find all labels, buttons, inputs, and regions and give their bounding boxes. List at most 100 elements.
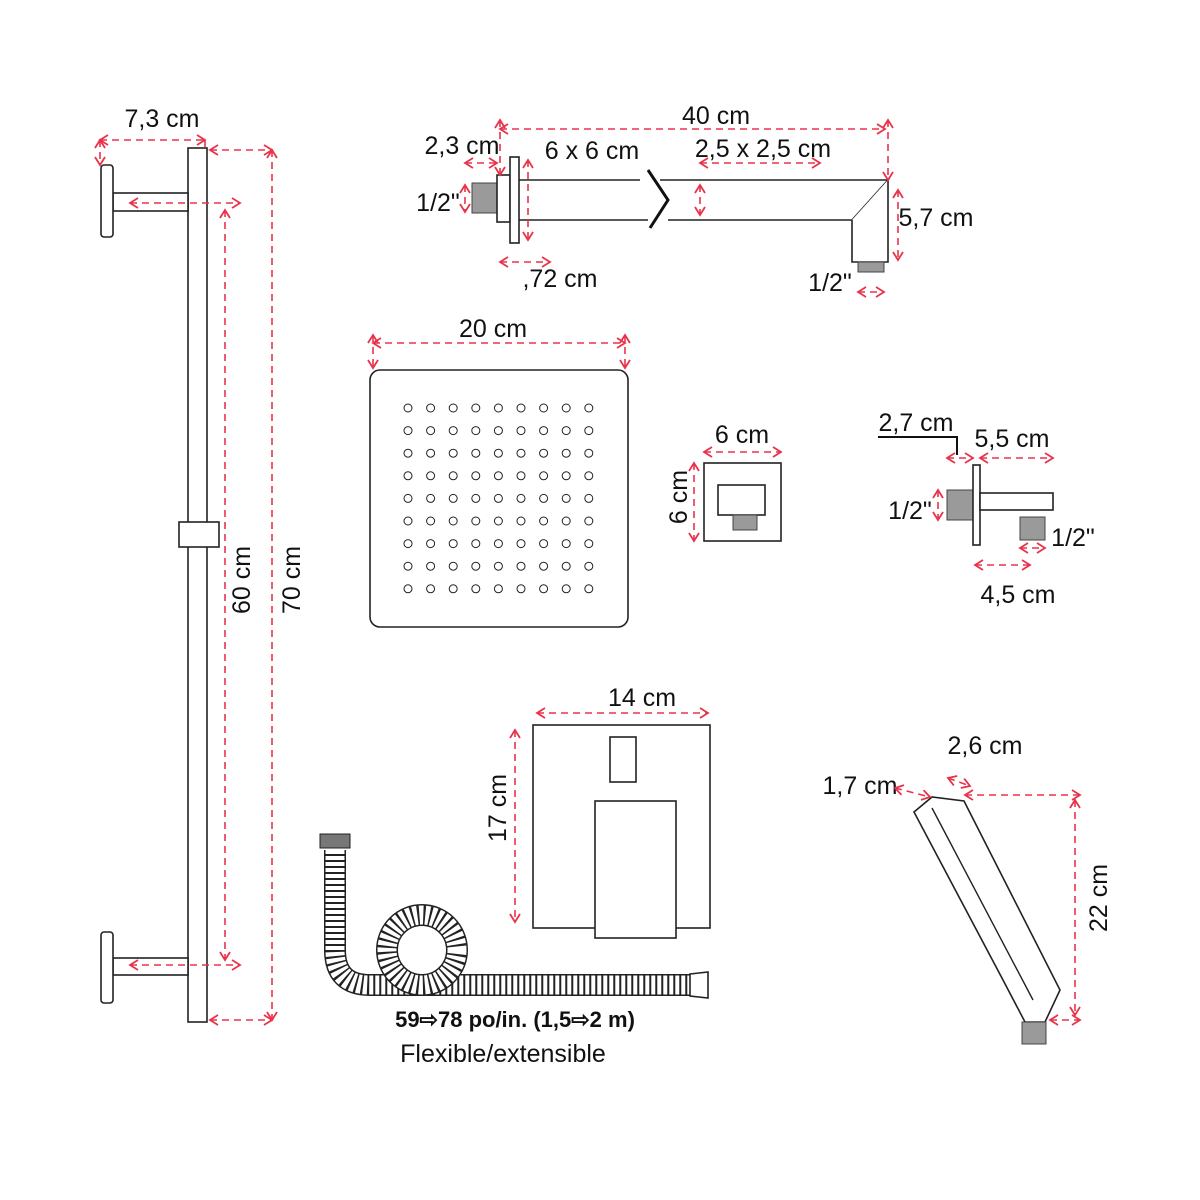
- connector-length-label: 5,5 cm: [974, 425, 1049, 453]
- dimension-arrowhead: [459, 183, 471, 194]
- nozzle-dot: [539, 561, 549, 571]
- hose-type-label: Flexible/extensible: [400, 1040, 606, 1068]
- dimension-arrowhead: [94, 138, 106, 149]
- nozzle-dot: [584, 403, 594, 413]
- nozzle-dot: [426, 448, 436, 458]
- nozzle-dot: [471, 516, 481, 526]
- nozzle-dot: [426, 584, 436, 594]
- dimension-arrowhead: [494, 118, 506, 129]
- nozzle-dot: [471, 448, 481, 458]
- dimension-arrowhead: [945, 452, 956, 464]
- dimension-arrowhead: [463, 157, 474, 169]
- dimension-arrowhead: [698, 157, 709, 169]
- nozzle-dot: [584, 561, 594, 571]
- dimension-arrowhead: [694, 206, 706, 217]
- dimension-arrowhead: [459, 203, 471, 214]
- dimension-arrowhead: [978, 452, 989, 464]
- wall-connector: 2,7 cm 5,5 cm 1/2" 1/2" 4,5 cm: [878, 409, 1095, 609]
- dimension-arrowhead: [219, 208, 231, 219]
- nozzle-dot: [448, 493, 458, 503]
- dimension-arrowhead: [893, 784, 905, 796]
- dimension-arrowhead: [882, 171, 894, 182]
- nozzle-dot: [561, 561, 571, 571]
- break-symbol: [646, 169, 670, 229]
- shower-head: 20 cm: [367, 315, 631, 628]
- nozzle-dot: [561, 584, 571, 594]
- arm-flange-label: 6 x 6 cm: [545, 137, 639, 165]
- slide-bar: 7,3 cm 60 cm 70 cm: [94, 105, 306, 1026]
- nozzle-dot: [448, 426, 458, 436]
- shower-arm: 40 cm 2,3 cm 6 x 6 cm 2,5 x 2,5 cm 1/2" …: [416, 102, 974, 298]
- dimension-arrowhead: [367, 359, 379, 370]
- dimension-arrowhead: [128, 197, 139, 209]
- dimension-arrowhead: [694, 183, 706, 194]
- dimension-arrowhead: [541, 256, 552, 268]
- dimension-arrowhead: [932, 511, 944, 522]
- dimension-arrowhead: [509, 913, 521, 924]
- dimension-arrowhead: [1018, 542, 1029, 554]
- dimension-arrowhead: [616, 337, 627, 349]
- dimension-arrowhead: [1069, 798, 1081, 809]
- arm-length-label: 40 cm: [682, 102, 750, 130]
- nozzle-dot: [448, 516, 458, 526]
- valve-width-label: 14 cm: [608, 684, 676, 712]
- nozzle-dot: [403, 584, 413, 594]
- arm-flange-thickness-label: ,72 cm: [522, 265, 597, 293]
- nozzle-dot: [561, 448, 571, 458]
- dimension-arrowhead: [371, 337, 382, 349]
- arm-thread-length-label: 2,3 cm: [424, 132, 499, 160]
- hand-shower-depth-label: 1,7 cm: [822, 772, 897, 800]
- hand-shower: 2,6 cm 1,7 cm 22 cm: [822, 732, 1113, 1045]
- arm-outlet-thread-label: 1/2": [808, 269, 852, 297]
- dimension-arrowhead: [219, 951, 231, 962]
- nozzle-dot: [516, 516, 526, 526]
- nozzle-dot: [584, 584, 594, 594]
- nozzle-dot: [561, 426, 571, 436]
- nozzle-dot: [516, 561, 526, 571]
- dimension-arrowhead: [688, 461, 700, 472]
- nozzle-dot: [426, 561, 436, 571]
- nozzle-dot: [471, 403, 481, 413]
- valve-height-label: 17 cm: [484, 774, 512, 842]
- nozzle-dot: [561, 516, 571, 526]
- dimension-arrowhead: [964, 452, 975, 464]
- dimension-arrowhead: [498, 256, 509, 268]
- nozzle-dot: [403, 426, 413, 436]
- nozzle-dot: [561, 539, 571, 549]
- nozzle-dot: [493, 561, 503, 571]
- dimension-arrowhead: [699, 707, 710, 719]
- nozzle-dot: [403, 561, 413, 571]
- dimension-arrowhead: [892, 188, 904, 199]
- nozzle-dot: [584, 426, 594, 436]
- dimension-arrowhead: [920, 789, 932, 801]
- nozzle-dot: [403, 539, 413, 549]
- bar-inner-height-label: 60 cm: [228, 546, 256, 614]
- nozzle-dot: [493, 516, 503, 526]
- dimension-arrowhead: [892, 251, 904, 262]
- nozzle-dot: [539, 426, 549, 436]
- nozzle-dot: [539, 471, 549, 481]
- nozzle-dot: [516, 584, 526, 594]
- slider-holder: [178, 521, 220, 548]
- valve-trim-plate: 14 cm 17 cm: [484, 684, 711, 939]
- dimension-arrowhead: [231, 197, 242, 209]
- dimension-arrowhead: [876, 123, 887, 135]
- nozzle-dot: [539, 516, 549, 526]
- connector-inlet-thread-label: 1/2": [888, 497, 932, 525]
- bar-width-label: 7,3 cm: [124, 105, 199, 133]
- dimension-arrowhead: [266, 1011, 278, 1022]
- nozzle-dot: [403, 516, 413, 526]
- nozzle-dot: [403, 448, 413, 458]
- dimension-arrowhead: [1036, 542, 1047, 554]
- nozzle-dot: [539, 539, 549, 549]
- nozzle-dot: [426, 539, 436, 549]
- nozzle-dot: [448, 561, 458, 571]
- dimension-arrowhead: [94, 156, 106, 167]
- dimension-arrowhead: [688, 532, 700, 543]
- bar-total-height-label: 70 cm: [278, 546, 306, 614]
- nozzle-dot: [471, 471, 481, 481]
- nozzle-dot: [471, 561, 481, 571]
- dimension-arrowhead: [196, 134, 207, 146]
